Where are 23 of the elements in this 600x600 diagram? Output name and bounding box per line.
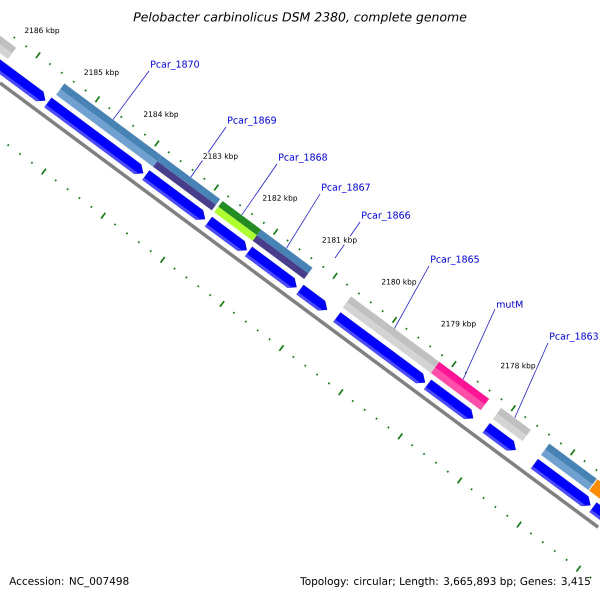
footer-text: Topology: circular; Length: 3,665,893 bp; Genes: 3,415 — [300, 576, 590, 588]
gene-label: Pcar_1867 — [322, 184, 370, 193]
gene-label: Pcar_1865 — [431, 256, 479, 265]
leader-line — [462, 308, 496, 380]
gene-bar — [430, 362, 490, 410]
gene-label: Pcar_1869 — [228, 116, 276, 126]
leader-line — [514, 342, 548, 418]
leader-line — [394, 266, 430, 329]
gene-label: Pcar_1870 — [151, 60, 199, 70]
gene-label: Pcar_1866 — [362, 212, 410, 221]
gene-bar — [214, 200, 262, 241]
gene-bar — [56, 84, 162, 167]
gene-bar — [492, 408, 531, 442]
leader-line — [286, 194, 320, 248]
gene-bar — [342, 296, 440, 374]
gene-label: Pcar_1868 — [279, 154, 327, 163]
leader-line — [241, 164, 278, 216]
gene-bar — [252, 230, 312, 279]
gene-label: Pcar_1863 — [550, 332, 598, 342]
gene-label: mutM — [497, 300, 522, 308]
leader-line — [112, 70, 150, 120]
footer-text: Accession: NC_007498 — [9, 576, 128, 588]
title: Pelobacter carbinolicus DSM 2380, complete genome — [134, 12, 466, 24]
